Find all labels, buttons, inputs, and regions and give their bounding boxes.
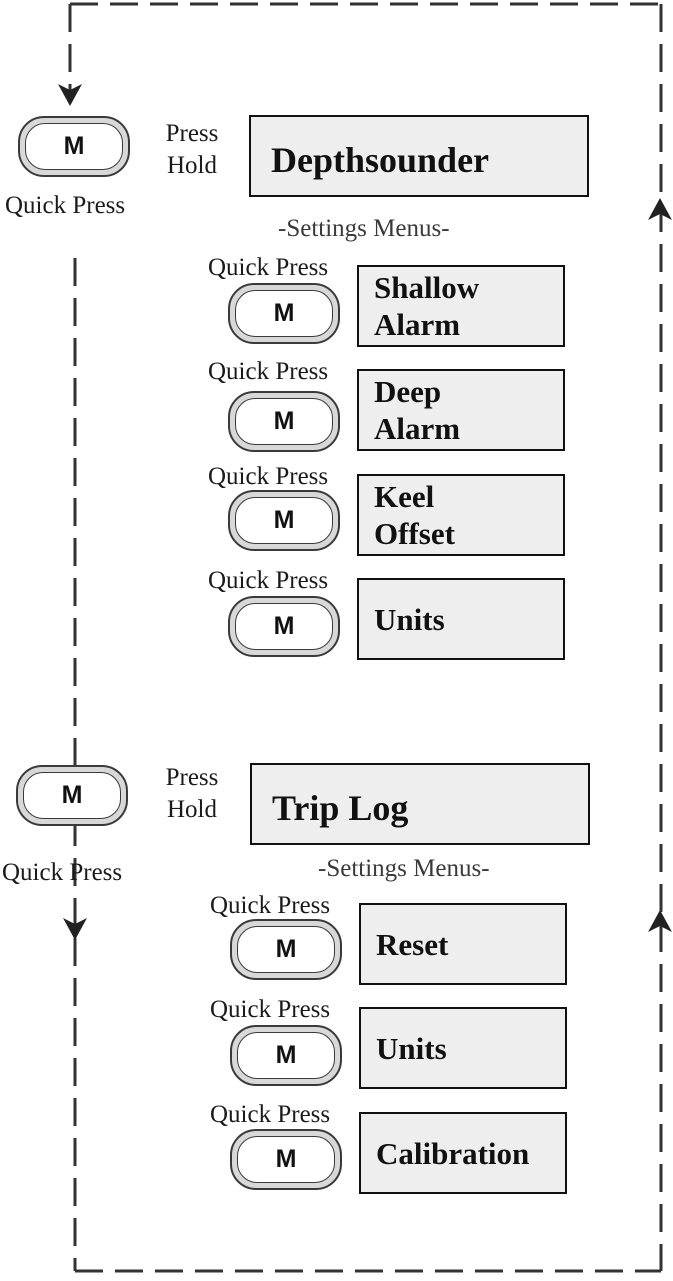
menu-button-reset[interactable]: M — [230, 919, 342, 980]
menu-box-units: Units — [357, 578, 565, 660]
arrow-down-bottom — [63, 918, 87, 940]
quick-press-label: Quick Press — [208, 254, 329, 281]
menu-label: Deep Alarm — [374, 374, 461, 446]
menu-button-units[interactable]: M — [228, 596, 340, 657]
quick-press-label: Quick Press — [210, 892, 331, 919]
arrow-up-upper — [648, 198, 672, 220]
mode-title: Depthsounder — [271, 140, 490, 180]
menu-box-deep-alarm: Deep Alarm — [357, 369, 565, 451]
quick-press-label: Quick Press — [208, 567, 329, 594]
mode-box-depthsounder: Depthsounder — [249, 115, 589, 197]
settings-menus-label: -Settings Menus- — [318, 855, 490, 882]
quick-press-label: Quick Press — [208, 358, 329, 385]
menu-box-units: Units — [359, 1007, 567, 1089]
menu-label: Units — [374, 601, 445, 637]
menu-button-units[interactable]: M — [230, 1025, 342, 1086]
button-letter: M — [273, 506, 295, 534]
menu-label: Shallow Alarm — [374, 270, 480, 342]
menu-box-shallow-alarm: Shallow Alarm — [357, 265, 565, 347]
menu-label: Calibration — [376, 1135, 530, 1171]
menu-label: Reset — [376, 926, 449, 962]
quick-press-label: Quick Press — [208, 463, 329, 490]
menu-label: Units — [376, 1030, 447, 1066]
button-letter: M — [275, 1041, 297, 1069]
menu-box-calibration: Calibration — [359, 1112, 567, 1194]
arrow-up-lower — [648, 910, 672, 932]
quick-press-label: Quick Press — [210, 1101, 331, 1128]
menu-button-shallow-alarm[interactable]: M — [228, 283, 340, 344]
button-letter: M — [275, 1145, 297, 1173]
arrow-down-top — [58, 84, 82, 106]
button-letter: M — [273, 299, 295, 327]
press-hold-label: Press Hold — [165, 764, 219, 823]
menu-button-keel-offset[interactable]: M — [228, 490, 340, 551]
press-hold-label: Press Hold — [165, 120, 219, 179]
mode-box-trip-log: Trip Log — [250, 763, 590, 845]
settings-menus-label: -Settings Menus- — [278, 215, 450, 242]
button-letter: M — [273, 407, 295, 435]
quick-press-label: Quick Press — [2, 859, 123, 886]
menu-box-keel-offset: Keel Offset — [357, 474, 565, 556]
menu-box-reset: Reset — [359, 903, 567, 985]
button-letter: M — [275, 935, 297, 963]
mode-title: Trip Log — [272, 788, 409, 828]
button-letter: M — [63, 132, 85, 160]
quick-press-label: Quick Press — [5, 192, 126, 219]
menu-label: Keel Offset — [374, 479, 455, 551]
quick-press-label: Quick Press — [210, 996, 331, 1023]
menu-button-deep-alarm[interactable]: M — [228, 391, 340, 452]
mode-button-trip-log[interactable]: M — [16, 765, 128, 826]
menu-button-calibration[interactable]: M — [230, 1129, 342, 1190]
button-letter: M — [61, 781, 83, 809]
mode-button-depthsounder[interactable]: M — [18, 116, 130, 177]
button-letter: M — [273, 612, 295, 640]
